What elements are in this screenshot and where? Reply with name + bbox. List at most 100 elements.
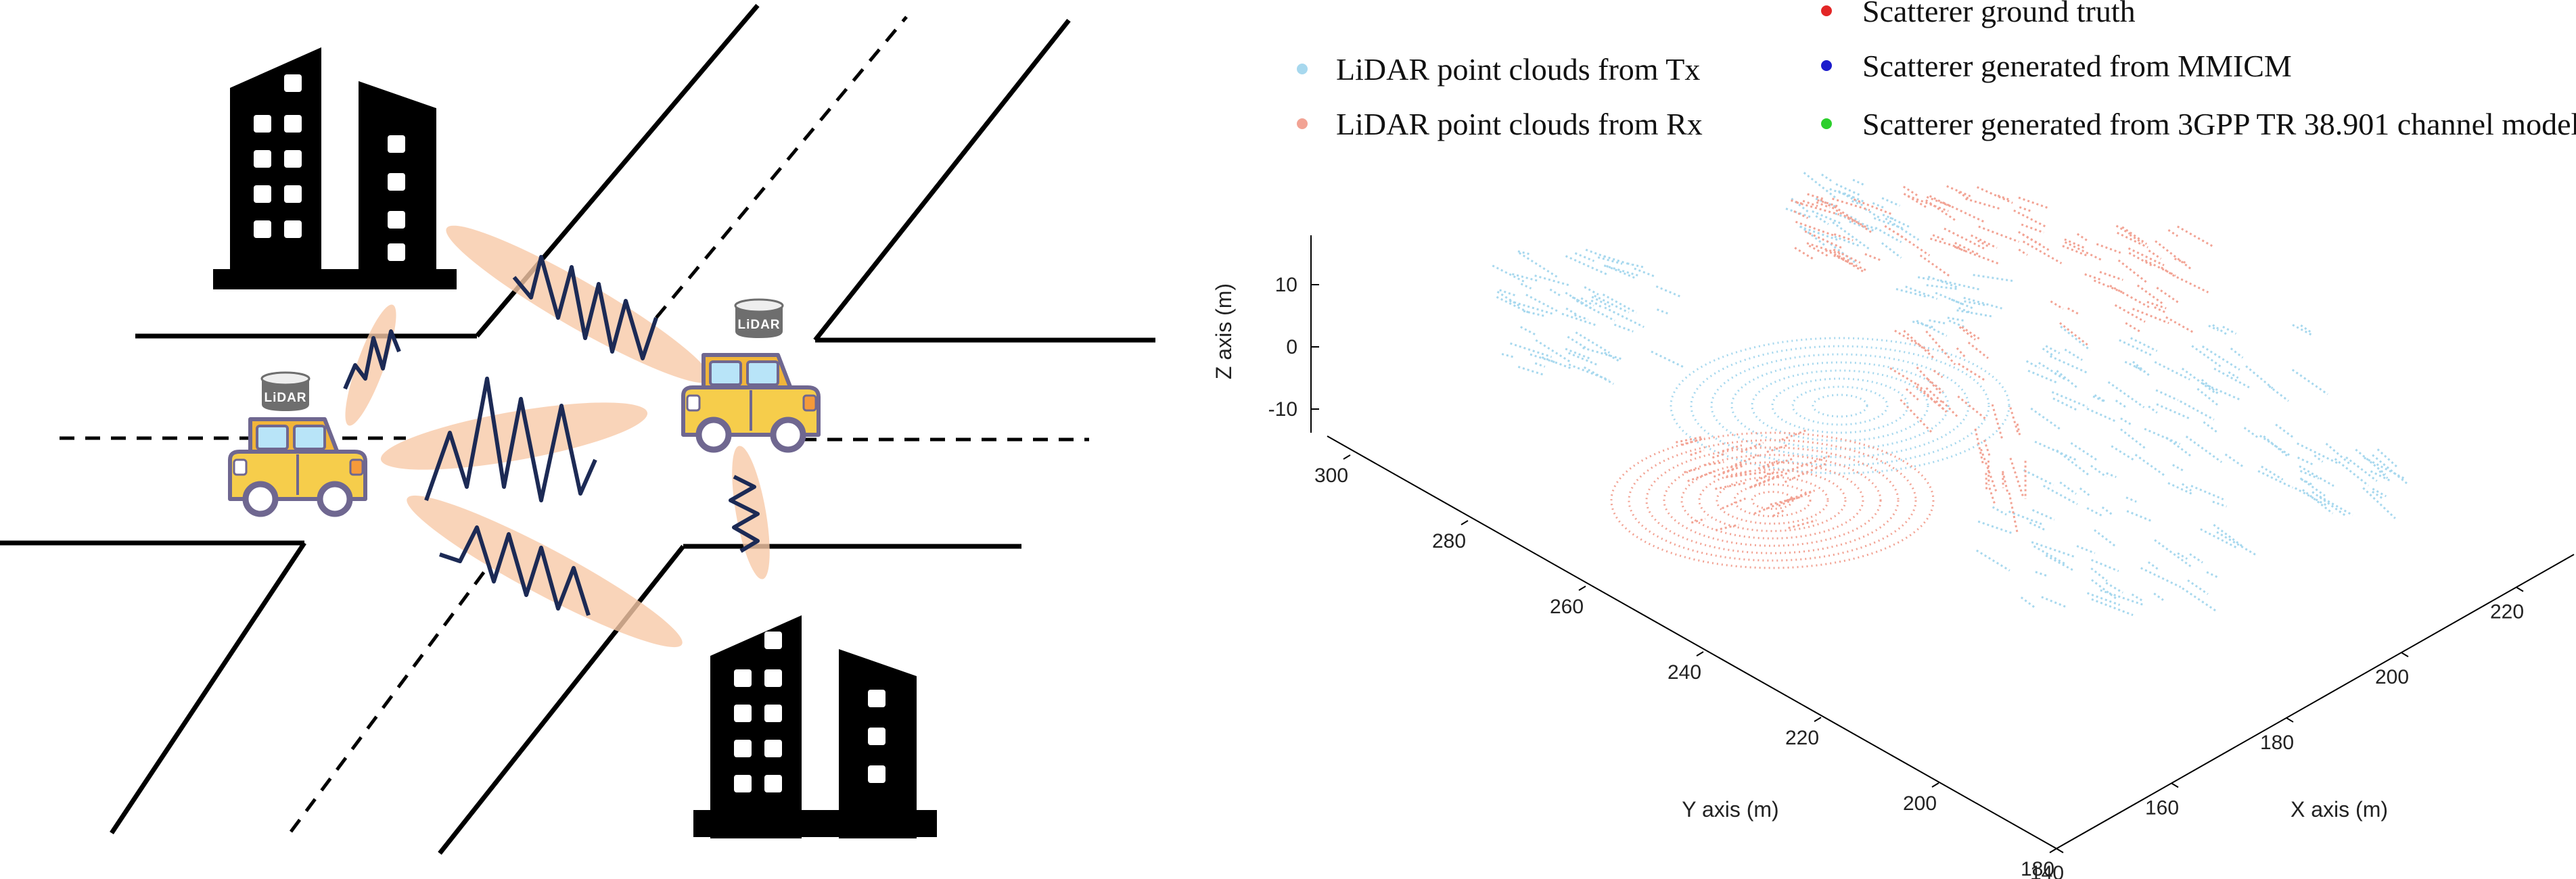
lidar-stroke [1832, 221, 1870, 251]
lidar-stroke [2200, 528, 2238, 549]
lidar-stroke [2067, 307, 2079, 315]
lidar-stroke [1501, 353, 1515, 358]
legend-label: Scatterer generated from 3GPP TR 38.901 … [1862, 107, 2576, 141]
x-tick-mark [2286, 717, 2294, 723]
lidar-stroke [1594, 294, 1630, 314]
lidar-stroke [1958, 191, 1970, 200]
lidar-stroke [2062, 245, 2090, 258]
lidar-stroke [2155, 389, 2179, 402]
lidar-stroke [2107, 381, 2145, 408]
lidar-stroke [1954, 241, 1981, 256]
lidar-stroke [1852, 199, 1865, 207]
lidar-stroke [2016, 423, 2021, 437]
lidar-stroke [1992, 506, 2007, 516]
lidar-stroke [1535, 339, 1572, 364]
lidar-ring [1733, 483, 1812, 518]
lidar-stroke [2261, 465, 2284, 481]
lidar-stroke [1567, 335, 1588, 350]
lidar-stroke [2084, 273, 2103, 281]
legend-label: LiDAR point clouds from Rx [1336, 107, 1703, 141]
lidar-stroke [2203, 421, 2218, 433]
lidar-stroke [2165, 316, 2194, 333]
lidar-stroke [1585, 248, 1607, 259]
lidar-stroke [1926, 195, 1954, 208]
lidar-stroke [2144, 259, 2176, 277]
lidar-stroke [2076, 233, 2088, 242]
lidar-stroke [1917, 276, 1933, 281]
lidar-stroke [1568, 363, 1610, 381]
lidar-stroke [2144, 427, 2181, 446]
building-icon [693, 615, 937, 838]
lidar-stroke [2022, 240, 2063, 264]
lidar-stroke [1847, 216, 1867, 229]
lidar-stroke [2212, 324, 2228, 336]
lidar-stroke [1681, 437, 1705, 446]
car-icon [683, 355, 819, 450]
lidar-stroke [1835, 183, 1862, 197]
lidar-stroke [2002, 473, 2004, 488]
lidar-stroke [2094, 394, 2107, 404]
lidar-stroke [2064, 238, 2086, 250]
lidar-stroke [2299, 465, 2334, 488]
lidar-stroke [2034, 440, 2079, 462]
lidar-stroke [2165, 436, 2192, 458]
lidar-stroke [2268, 385, 2289, 402]
lidar-stroke [1770, 495, 1803, 506]
lidar-stroke [2146, 301, 2167, 310]
legend-item-mmicm: Scatterer generated from MMICM [1821, 49, 2292, 83]
y-tick-mark [2049, 848, 2057, 853]
lidar-stroke [1565, 307, 1578, 316]
lidar-ring [1670, 337, 2010, 475]
lidar-stroke [1958, 326, 1976, 341]
lidar-stroke [2297, 456, 2316, 467]
chart-legend: LiDAR point clouds from Tx LiDAR point c… [1297, 0, 2576, 141]
lidar-stroke [1963, 296, 2002, 310]
lidar-stroke [1784, 462, 1828, 483]
lidar-stroke [2126, 510, 2153, 522]
lidar-stroke [2059, 481, 2077, 495]
x-tick-mark [2171, 782, 2179, 788]
lidar-stroke [1919, 254, 1952, 279]
lidar-sensor-icon: LiDAR [734, 298, 784, 338]
lidar-stroke [2131, 593, 2144, 602]
lidar-stroke [2106, 472, 2117, 478]
lidar-stroke [1895, 288, 1927, 298]
lidar-stroke [1985, 473, 1988, 492]
lidar-ring [1710, 353, 1970, 458]
lidar-stroke [2023, 469, 2054, 486]
lidar-stroke [1956, 347, 1968, 360]
lidar-stroke [1750, 473, 1782, 488]
lidar-stroke [1964, 300, 1985, 306]
y-tick-label: 200 [1903, 792, 1937, 815]
lidar-stroke [1788, 519, 1817, 529]
lidar-stroke [2086, 592, 2121, 607]
lidar-stroke [2224, 453, 2245, 469]
lidar-stroke [1722, 467, 1737, 474]
lidar-stroke [1836, 254, 1865, 273]
lidar-stroke [2094, 529, 2117, 548]
lidar-stroke [2299, 477, 2326, 497]
lidar-stroke [1927, 378, 1944, 393]
lidar-stroke [1905, 388, 1919, 401]
lidar-stroke [2177, 552, 2188, 560]
lidar-stroke [2243, 427, 2259, 439]
lidar-ring [1663, 454, 1882, 547]
lidar-stroke [1687, 470, 1716, 483]
x-tick-mark [2056, 848, 2064, 853]
lidar-stroke [1889, 367, 1919, 386]
lidar-stroke [2096, 243, 2121, 254]
lidar-stroke [1933, 369, 1944, 379]
signal-waves [343, 255, 760, 616]
lidar-stroke [2117, 231, 2148, 249]
lidar-stroke [1715, 481, 1746, 490]
z-tick-label: 10 [1275, 274, 1297, 296]
lidar-stroke [2154, 360, 2190, 381]
lidar-stroke [1912, 320, 1936, 329]
lidar-stroke [2105, 581, 2123, 594]
lidar-stroke [2045, 554, 2073, 571]
lidar-stroke [2042, 485, 2078, 506]
lidar-stroke [2216, 531, 2257, 556]
lidar-stroke [1534, 275, 1571, 287]
lidar-stroke [2376, 448, 2399, 469]
lidar-stroke [2086, 408, 2118, 423]
